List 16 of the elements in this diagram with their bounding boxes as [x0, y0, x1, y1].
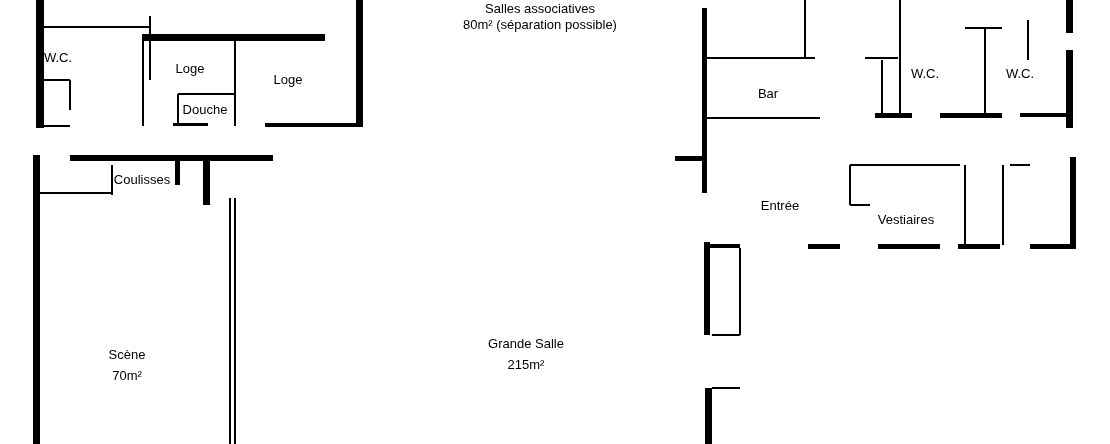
room-label: W.C.: [43, 50, 73, 64]
room-label: Grande Salle: [488, 336, 564, 350]
room-label: W.C.: [1005, 66, 1035, 80]
room-label: 70m²: [112, 368, 142, 382]
room-label: Salles associatives: [485, 1, 595, 15]
room-label: Loge: [273, 72, 303, 86]
room-label: Bar: [757, 86, 779, 100]
room-label: W.C.: [910, 66, 940, 80]
room-label: 80m² (séparation possible): [463, 17, 617, 31]
room-label: Douche: [182, 102, 228, 116]
room-label: Scène: [108, 347, 146, 361]
room-label: Vestiaires: [877, 212, 935, 226]
room-label: Entrée: [760, 198, 800, 212]
room-label: 215m²: [507, 357, 545, 371]
room-label: Coulisses: [113, 172, 171, 186]
room-label: Loge: [175, 61, 205, 75]
